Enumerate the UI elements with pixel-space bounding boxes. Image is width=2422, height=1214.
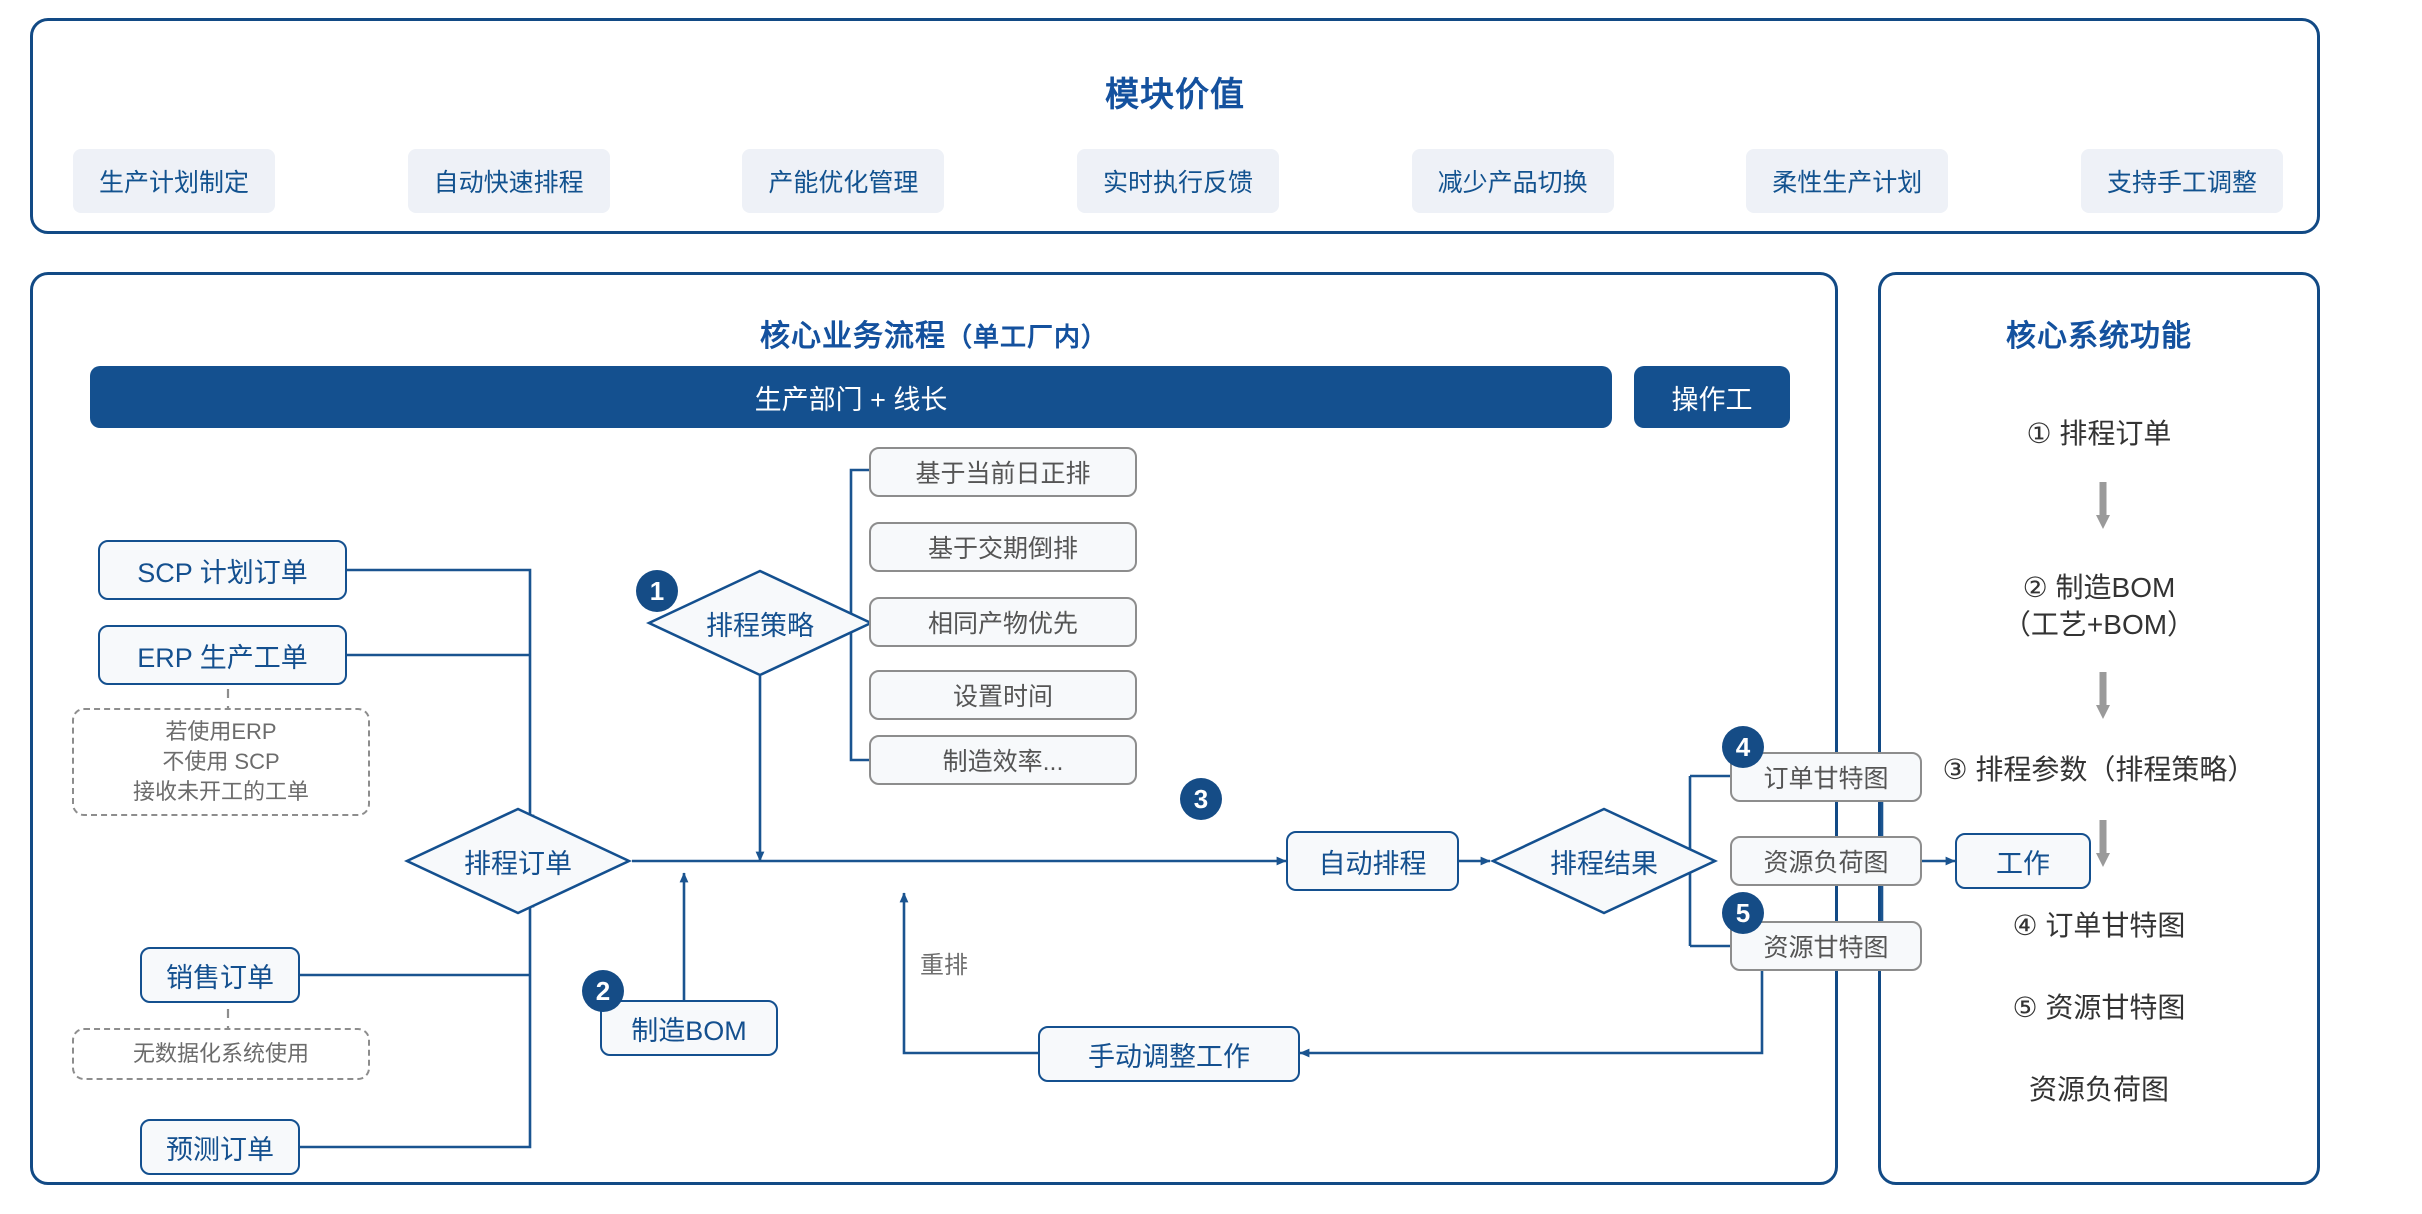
node-work[interactable]: 工作 xyxy=(1955,833,2091,889)
strategy-option-backward-from-due-date[interactable]: 基于交期倒排 xyxy=(869,522,1137,572)
value-pill-row: 生产计划制定 自动快速排程 产能优化管理 实时执行反馈 减少产品切换 柔性生产计… xyxy=(73,149,2283,213)
node-sales-order[interactable]: 销售订单 xyxy=(140,947,300,1003)
badge-strategy-1: 1 xyxy=(636,570,678,612)
value-pill[interactable]: 生产计划制定 xyxy=(73,149,276,213)
badge-order-gantt-4: 4 xyxy=(1722,726,1764,768)
function-panel-title: 核心系统功能 xyxy=(2006,320,2192,353)
decision-label: 排程结果 xyxy=(1550,848,1658,879)
decision-label: 排程策略 xyxy=(706,610,814,641)
node-forecast-order[interactable]: 预测订单 xyxy=(140,1119,300,1175)
diamond-shape xyxy=(1490,807,1718,915)
node-erp-work-order[interactable]: ERP 生产工单 xyxy=(98,625,347,685)
diamond-shape xyxy=(646,569,874,677)
decision-scheduling-result[interactable]: 排程结果 xyxy=(1490,806,1718,916)
strategy-option-manufacturing-efficiency[interactable]: 制造效率... xyxy=(869,735,1137,785)
strategy-option-same-product-priority[interactable]: 相同产物优先 xyxy=(869,597,1137,647)
note-no-digital-system: 无数据化系统使用 xyxy=(72,1028,370,1080)
output-resource-load-chart[interactable]: 资源负荷图 xyxy=(1730,836,1922,886)
function-item-manufacture-bom[interactable]: ② 制造BOM （工艺+BOM） xyxy=(2002,572,2196,640)
function-item-resource-gantt-chart[interactable]: ⑤ 资源甘特图 xyxy=(2012,992,2186,1023)
badge-resource-gantt-5: 5 xyxy=(1722,892,1764,934)
node-manufacture-bom[interactable]: 制造BOM xyxy=(600,1000,778,1056)
value-pill[interactable]: 减少产品切换 xyxy=(1411,149,1614,213)
value-pill[interactable]: 柔性生产计划 xyxy=(1746,149,1949,213)
flow-panel-title-main: 核心业务流程 xyxy=(759,320,946,353)
role-bar-production: 生产部门 + 线长 xyxy=(90,366,1612,428)
value-panel-title: 模块价值 xyxy=(1105,76,1245,114)
function-item-scheduling-order[interactable]: ① 排程订单 xyxy=(2026,418,2172,449)
strategy-option-setup-time[interactable]: 设置时间 xyxy=(869,670,1137,720)
strategy-option-forward-from-today[interactable]: 基于当前日正排 xyxy=(869,447,1137,497)
output-order-gantt-chart[interactable]: 订单甘特图 xyxy=(1730,752,1922,802)
output-resource-gantt-chart[interactable]: 资源甘特图 xyxy=(1730,921,1922,971)
value-panel: 模块价值 生产计划制定 自动快速排程 产能优化管理 实时执行反馈 减少产品切换 … xyxy=(30,18,2320,234)
note-erp-usage: 若使用ERP 不使用 SCP 接收未开工的工单 xyxy=(72,708,370,816)
value-pill[interactable]: 支持手工调整 xyxy=(2080,149,2283,213)
decision-label: 排程订单 xyxy=(464,848,572,879)
function-panel: 核心系统功能 xyxy=(1878,272,2320,1185)
badge-bom-2: 2 xyxy=(582,970,624,1012)
node-auto-schedule[interactable]: 自动排程 xyxy=(1286,831,1459,891)
diamond-shape xyxy=(404,807,632,915)
note-line: 无数据化系统使用 xyxy=(132,1041,309,1067)
role-bar-operator: 操作工 xyxy=(1634,366,1790,428)
function-item-resource-load-chart[interactable]: 资源负荷图 xyxy=(2028,1074,2169,1105)
note-line: 若使用ERP xyxy=(165,719,277,745)
node-scp-plan-order[interactable]: SCP 计划订单 xyxy=(98,540,347,600)
badge-auto-3: 3 xyxy=(1180,778,1222,820)
note-line: 接收未开工的工单 xyxy=(132,778,309,804)
value-pill[interactable]: 实时执行反馈 xyxy=(1076,149,1279,213)
flow-panel-title-sub: （单工厂内） xyxy=(945,322,1108,352)
node-manual-adjust-work[interactable]: 手动调整工作 xyxy=(1038,1026,1300,1082)
decision-scheduling-strategy[interactable]: 排程策略 xyxy=(646,568,874,678)
note-line: 不使用 SCP xyxy=(162,749,280,775)
function-item-scheduling-parameters[interactable]: ③ 排程参数（排程策略） xyxy=(1942,754,2256,785)
value-pill[interactable]: 自动快速排程 xyxy=(407,149,610,213)
function-item-order-gantt-chart[interactable]: ④ 订单甘特图 xyxy=(2012,910,2186,941)
decision-scheduling-order[interactable]: 排程订单 xyxy=(404,806,632,916)
value-pill[interactable]: 产能优化管理 xyxy=(742,149,945,213)
flow-panel-title: 核心业务流程（单工厂内） xyxy=(33,311,1835,355)
edge-label-rework: 重排 xyxy=(920,952,968,979)
